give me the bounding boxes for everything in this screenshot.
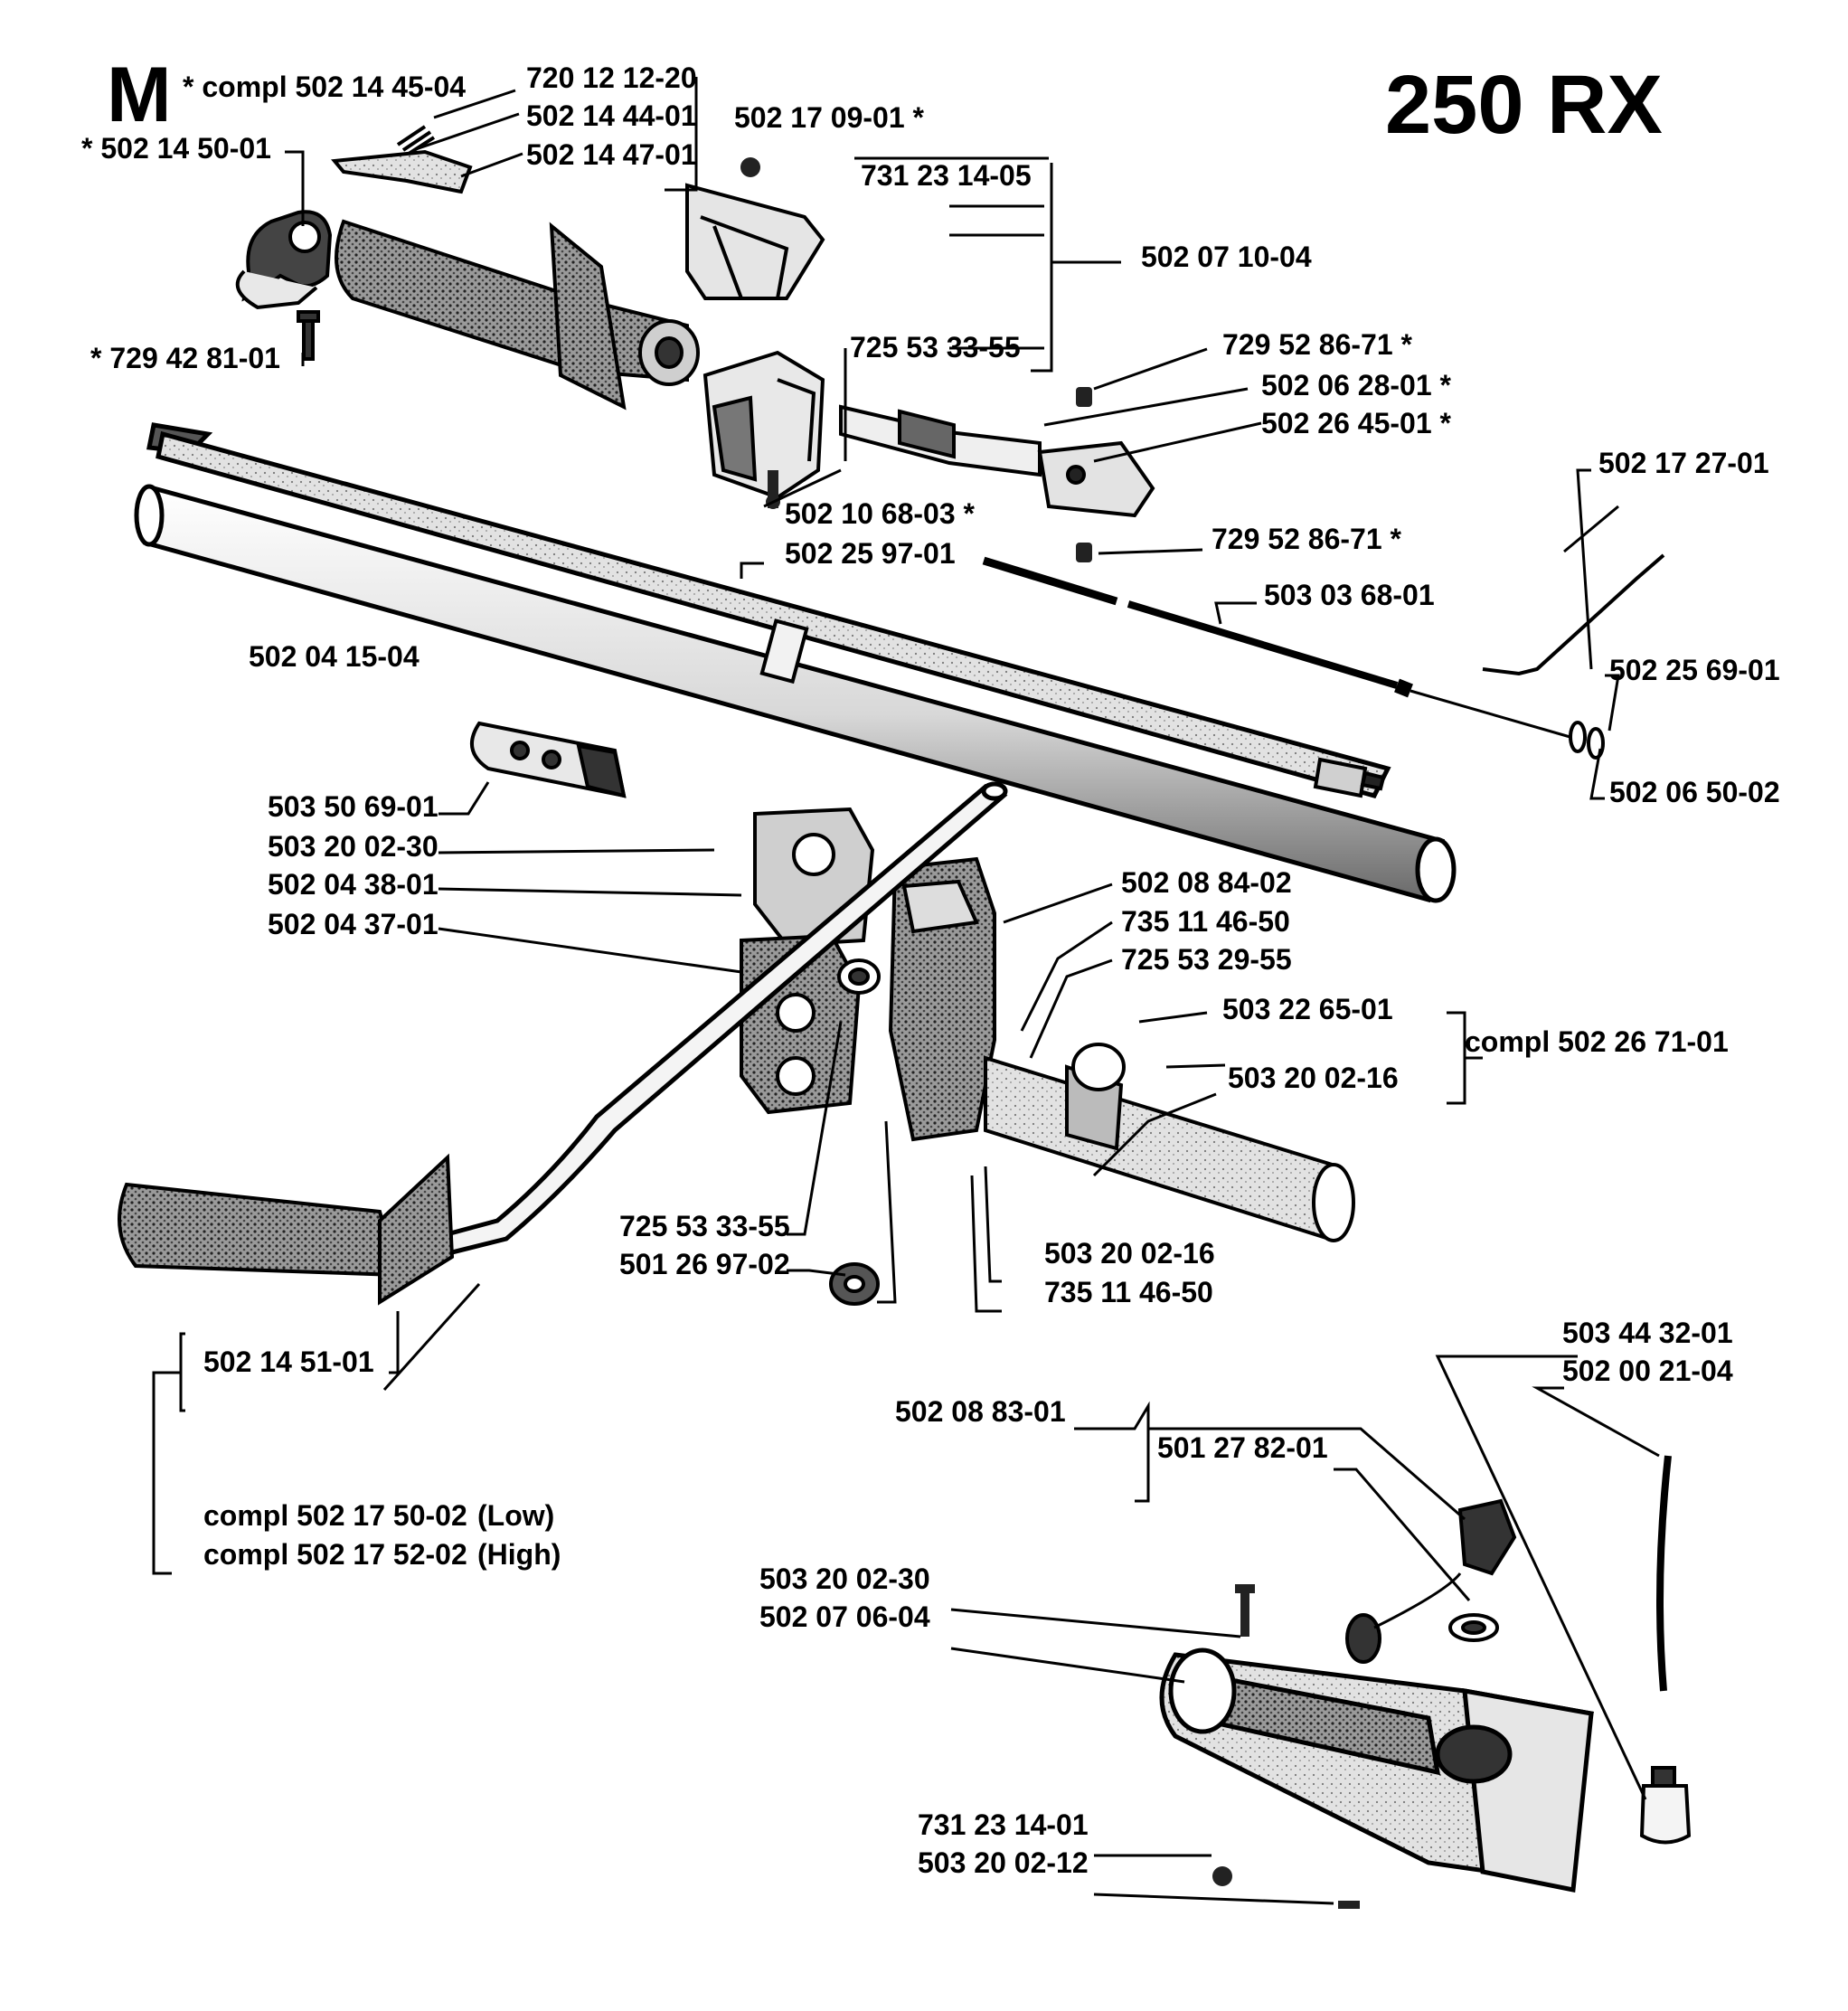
part-label: 501 26 97-02 bbox=[619, 1248, 790, 1280]
screw-small-part bbox=[740, 157, 760, 177]
part-label: (Low) bbox=[477, 1499, 555, 1532]
part-label: 502 14 44-01 bbox=[526, 99, 697, 132]
part-label: 502 00 21-04 bbox=[1562, 1355, 1733, 1387]
fuel-filter-part bbox=[1639, 1766, 1692, 1845]
part-label: 729 52 86-71 * bbox=[1222, 328, 1412, 361]
throttle-cable-part bbox=[982, 556, 1574, 740]
part-label: 503 20 02-16 bbox=[1044, 1237, 1215, 1270]
part-label: 503 20 02-16 bbox=[1228, 1062, 1399, 1094]
part-label: 502 14 51-01 bbox=[203, 1345, 374, 1378]
rod-part bbox=[1482, 553, 1665, 676]
part-label: 503 03 68-01 bbox=[1264, 579, 1435, 611]
part-label: 502 10 68-03 * bbox=[785, 497, 975, 530]
spring-part bbox=[396, 125, 436, 156]
part-label: 502 08 83-01 bbox=[895, 1395, 1066, 1428]
part-label: 502 06 50-02 bbox=[1609, 776, 1780, 808]
screw-part bbox=[297, 310, 320, 361]
part-label: 503 20 02-12 bbox=[918, 1846, 1089, 1879]
tank-cap-part bbox=[1345, 1498, 1517, 1664]
part-label: 725 53 33-55 bbox=[619, 1210, 790, 1242]
part-label: 725 53 29-55 bbox=[1121, 943, 1292, 976]
part-label: 502 17 09-01 * bbox=[734, 101, 924, 134]
model-title: 250 RX bbox=[1385, 59, 1663, 151]
spacer-part bbox=[837, 958, 881, 995]
part-label: * 729 42 81-01 bbox=[90, 342, 280, 374]
part-label: 502 25 69-01 bbox=[1609, 654, 1780, 686]
part-label: compl 502 17 52-02 bbox=[203, 1538, 467, 1571]
trigger-lever-part bbox=[331, 149, 473, 194]
bolt-part bbox=[766, 470, 780, 509]
part-label: compl 502 17 50-02 bbox=[203, 1499, 467, 1532]
fuel-tank-part bbox=[1159, 1648, 1594, 1893]
part-label: 503 44 32-01 bbox=[1562, 1317, 1733, 1349]
part-label: 502 04 37-01 bbox=[268, 908, 438, 940]
part-label: 735 11 46-50 bbox=[1044, 1276, 1213, 1308]
handlebar-bracket-part bbox=[888, 856, 996, 1142]
part-label: 503 22 65-01 bbox=[1222, 993, 1393, 1025]
part-label: 501 27 82-01 bbox=[1157, 1431, 1328, 1464]
part-label: 735 11 46-50 bbox=[1121, 905, 1290, 938]
part-label: 720 12 12-20 bbox=[526, 61, 697, 94]
throttle-handle-part bbox=[335, 219, 700, 411]
stop-switch-part bbox=[470, 721, 627, 798]
part-label: * 502 14 50-01 bbox=[81, 132, 271, 165]
leader-lines bbox=[152, 77, 1660, 1905]
nut-part bbox=[829, 1262, 880, 1306]
tube-sleeve-part bbox=[759, 618, 809, 684]
cable-nipple-part bbox=[1569, 721, 1605, 760]
small-screw-a-part bbox=[1076, 387, 1092, 562]
part-label: 502 04 15-04 bbox=[249, 640, 420, 673]
left-grip-part bbox=[118, 1153, 455, 1306]
throttle-cover-part bbox=[235, 210, 333, 310]
part-label: 729 52 86-71 * bbox=[1212, 523, 1401, 555]
part-label: 503 50 69-01 bbox=[268, 790, 438, 823]
right-grip-part bbox=[984, 1043, 1355, 1242]
part-label: 502 25 97-01 bbox=[785, 537, 956, 570]
part-label: 502 17 27-01 bbox=[1598, 447, 1769, 479]
part-label: 502 26 45-01 * bbox=[1261, 407, 1451, 439]
part-label: 725 53 33-55 bbox=[850, 331, 1021, 363]
part-label: 502 04 38-01 bbox=[268, 868, 438, 901]
lower-clamp-part bbox=[702, 350, 825, 500]
part-label: compl 502 26 71-01 bbox=[1465, 1025, 1729, 1058]
part-label: 503 20 02-30 bbox=[268, 830, 438, 863]
upper-clamp-part bbox=[685, 183, 825, 300]
shaft-end-part bbox=[1313, 757, 1386, 798]
part-label: 731 23 14-01 bbox=[918, 1808, 1089, 1841]
part-label: 503 20 02-30 bbox=[759, 1563, 930, 1595]
tank-screw-part bbox=[1212, 1584, 1360, 1909]
part-label: (High) bbox=[477, 1538, 561, 1571]
part-label: 502 07 10-04 bbox=[1141, 241, 1312, 273]
part-label: 502 07 06-04 bbox=[759, 1600, 930, 1633]
tank-cap-strap-part bbox=[1373, 1572, 1462, 1629]
part-label: * compl 502 14 45-04 bbox=[183, 71, 467, 103]
fuel-hose-part bbox=[1656, 1455, 1672, 1692]
section-letter: M bbox=[107, 52, 172, 138]
part-label: 502 06 28-01 * bbox=[1261, 369, 1451, 401]
part-label: 502 08 84-02 bbox=[1121, 866, 1292, 899]
main-tube-part bbox=[134, 422, 1457, 903]
part-label: 502 14 47-01 bbox=[526, 138, 697, 171]
part-label: 731 23 14-05 bbox=[861, 159, 1032, 192]
drive-shaft-part bbox=[839, 404, 1155, 518]
